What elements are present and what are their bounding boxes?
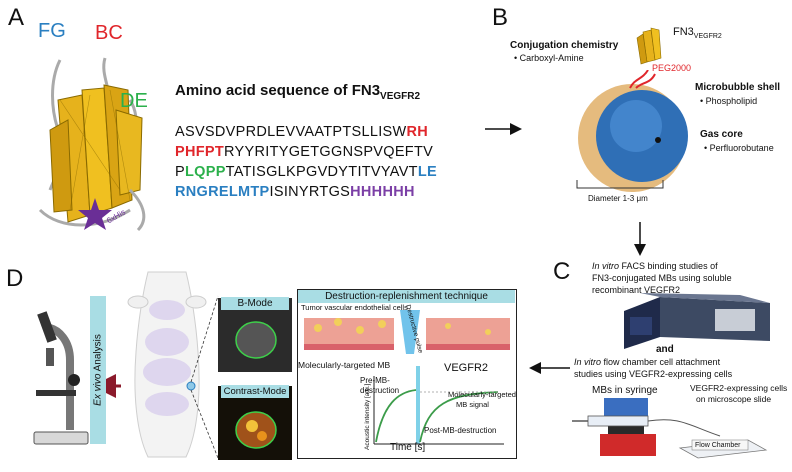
y-axis-label: Acoustic intensity [a.u.] — [364, 383, 371, 450]
technique-illustration — [304, 310, 510, 445]
ex-vivo-banner — [90, 296, 106, 444]
vegfr2-label: VEGFR2 — [444, 362, 489, 374]
sequence-line-4: RNGRELMTPISINYRTGSHHHHHH — [175, 184, 415, 200]
flow-chamber-label: Flow Chamber — [695, 442, 741, 449]
loop-label-fg: FG — [38, 20, 66, 42]
sequence-line-2: PHFPTRYYRITYGETGGNSPVQEFTV — [175, 144, 434, 160]
sequence-line-1: ASVSDVPRDLEVVAATPTSLLISWRH — [175, 124, 429, 140]
core-title: Gas core — [700, 129, 743, 140]
contrast-label: Contrast-Mode — [221, 385, 289, 398]
pre-label-1: Pre-MB- — [360, 376, 390, 385]
sequence-title-main: Amino acid sequence of FN3 — [175, 82, 381, 99]
his-tag-star-icon — [78, 198, 112, 230]
core-item: • Perfluorobutane — [704, 143, 774, 153]
contrast-image — [218, 386, 292, 460]
post-label: Post-MB-destruction — [424, 426, 497, 435]
shell-title: Microbubble shell — [695, 82, 781, 93]
syringe-pump — [604, 398, 648, 416]
cells-label-1: VEGFR2-expressing cells — [690, 383, 788, 393]
destructive-pulse-icon — [400, 310, 420, 354]
gas-core-marker-icon — [655, 137, 661, 143]
signal-label-2: MB signal — [456, 400, 489, 409]
flow-line-2: studies using VEGFR2-expressing cells — [574, 369, 733, 379]
sequence-title-sub: VEGFR2 — [380, 91, 421, 102]
diameter-bracket — [576, 180, 664, 189]
peg-linker-icon — [629, 70, 649, 89]
tumor-cells-label: Tumor vascular endothelial cells — [301, 303, 408, 312]
conjugation-item: • Carboxyl-Amine — [514, 53, 584, 63]
facs-line-2: FN3-conjugated MBs using soluble — [592, 273, 732, 283]
mouse-illustration — [127, 271, 207, 458]
panel-label-d: D — [6, 265, 24, 292]
facs-line-3: recombinant VEGFR2 — [592, 285, 681, 295]
flow-chamber-setup — [572, 398, 768, 459]
fn3-protein-icon — [636, 27, 662, 65]
x-axis-label: Time [s] — [390, 442, 426, 453]
technique-box — [297, 289, 517, 459]
pre-label-2: destruction — [360, 386, 400, 395]
peg-label: PEG2000 — [652, 63, 692, 73]
cells-label-2: on microscope slide — [696, 394, 772, 404]
sequence-title: Amino acid sequence of FN3VEGFR2 — [175, 82, 420, 102]
bmode-label: B-Mode — [221, 297, 289, 310]
and-label: and — [656, 344, 674, 355]
panel-label-c: C — [553, 258, 571, 285]
conjugation-title: Conjugation chemistry — [510, 40, 619, 51]
panel-label-a: A — [8, 4, 25, 31]
sequence-line-3: PLQPPTATISGLKPGVDYTITVYAVTLE — [175, 164, 437, 180]
syringe-label: MBs in syringe — [592, 385, 658, 396]
fn3-ribbon-structure — [38, 57, 146, 232]
fn3-label: FN3VEGFR2 — [673, 26, 722, 41]
panel-label-b: B — [492, 4, 509, 31]
shell-item: • Phospholipid — [700, 96, 758, 106]
loop-label-bc: BC — [95, 22, 123, 44]
facs-instrument — [624, 293, 770, 349]
facs-line-1: In vitro FACS binding studies of — [592, 261, 718, 271]
loop-label-de: DE — [120, 90, 148, 112]
microbubble-diagram — [578, 70, 688, 192]
mol-mb-label: Molecularly-targeted MB — [298, 360, 391, 370]
technique-title: Destruction-replenishment technique — [298, 290, 515, 303]
diameter-label: Diameter 1-3 μm — [588, 194, 648, 203]
bmode-image — [218, 298, 292, 372]
flow-line-1: In vitro flow chamber cell attachment — [574, 357, 721, 367]
microscope-icon — [33, 311, 89, 445]
signal-label-1: Molecularly-targeted — [448, 390, 516, 399]
